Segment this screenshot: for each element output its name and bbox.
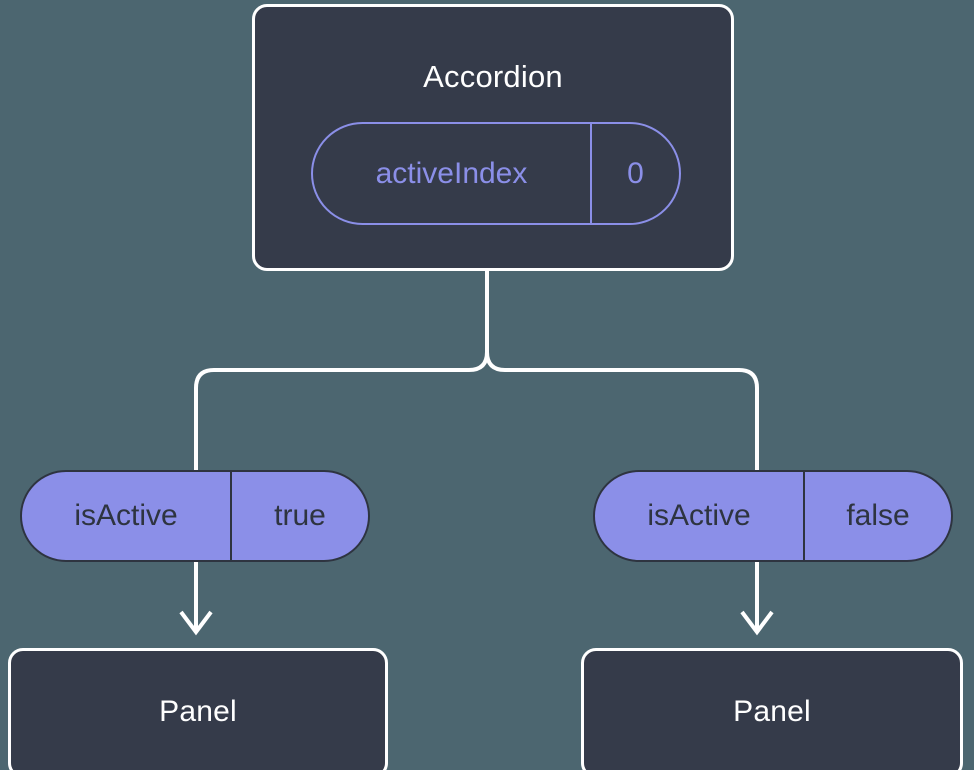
arrow-right-head (740, 610, 774, 636)
state-pill-key: activeIndex (313, 124, 592, 223)
node-panel-right-title: Panel (733, 695, 811, 728)
prop-pill-key: isActive (22, 472, 232, 560)
node-panel-left-title: Panel (159, 695, 237, 728)
state-pill-value: 0 (627, 156, 644, 190)
connector-branch-left (194, 351, 489, 470)
node-accordion[interactable]: Accordion activeIndex 0 (252, 4, 734, 271)
node-accordion-title: Accordion (423, 59, 563, 94)
state-pill-active-index[interactable]: activeIndex 0 (311, 122, 681, 225)
connector-branch-right (485, 351, 759, 470)
prop-pill-value: true (274, 499, 326, 532)
node-panel-left[interactable]: Panel (8, 648, 388, 770)
prop-pill-is-active-false[interactable]: isActive false (593, 470, 953, 562)
prop-pill-value: false (846, 499, 910, 532)
prop-pill-key: isActive (595, 472, 805, 560)
prop-pill-is-active-true[interactable]: isActive true (20, 470, 370, 562)
node-panel-right[interactable]: Panel (581, 648, 963, 770)
arrow-left-head (179, 610, 213, 636)
